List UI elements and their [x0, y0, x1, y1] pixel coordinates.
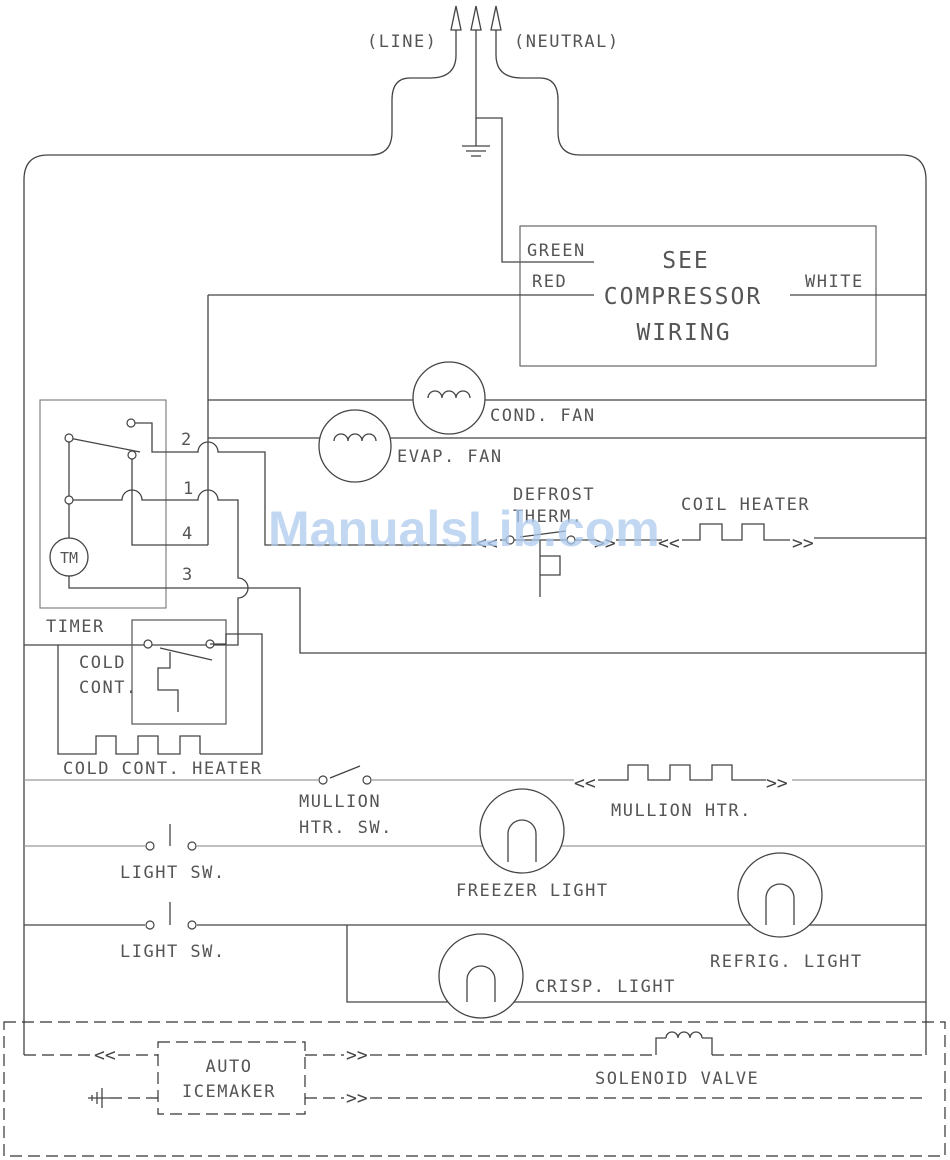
mullion-switch-label-1: MULLION: [299, 792, 381, 812]
chassis-ground-icon: [88, 1088, 110, 1108]
cond-fan-label: COND. FAN: [490, 406, 596, 426]
neutral-label: (NEUTRAL): [514, 32, 620, 52]
light-switch-2-label: LIGHT SW.: [120, 942, 226, 962]
timer-terminal-4: 4: [182, 524, 194, 544]
cold-control-box: [131, 619, 227, 725]
coil-heater-label: COIL HEATER: [681, 495, 810, 515]
light-switch-1-label: LIGHT SW.: [120, 863, 226, 883]
compressor-box: [519, 225, 877, 367]
neutral-wire: [495, 30, 927, 1055]
mullion-heater-label: MULLION HTR.: [611, 801, 752, 821]
icemaker-label-2: ICEMAKER: [182, 1082, 276, 1102]
evap-fan-motor: EVAP. FAN: [318, 409, 503, 483]
defrost-therm-label-2: THERM.: [513, 507, 583, 527]
freezer-light-circuit: LIGHT SW. FREEZER LIGHT: [24, 788, 926, 901]
watermark: ManualsLib.com: [268, 501, 660, 557]
coil-heater-connector-left: <<: [658, 533, 680, 554]
cond-fan-motor: COND. FAN: [412, 361, 596, 435]
evap-fan-label: EVAP. FAN: [397, 447, 503, 467]
defrost-circuit: << >> DEFROST THERM. << >> COIL HEATER: [476, 485, 926, 597]
mullion-connector-left: <<: [574, 773, 596, 794]
icemaker-connector-right: >>: [346, 1045, 368, 1066]
timer-label: TIMER: [46, 617, 105, 637]
icemaker-connector-lower: >>: [346, 1088, 368, 1109]
line-wire: [23, 30, 457, 1055]
compressor-title-1: SEE: [662, 248, 710, 274]
cold-control-heater-label: COLD CONT. HEATER: [63, 759, 263, 779]
freezer-light-bulb-icon: [479, 788, 565, 874]
line-prong: [450, 5, 462, 31]
icemaker-section: << >> . >> AUTO ICEMAKER SOLENOID VALVE: [3, 1021, 946, 1157]
defrost-therm-label-1: DEFROST: [513, 485, 595, 505]
timer-motor-label: TM: [60, 549, 78, 567]
timer-terminal-1: 1: [183, 479, 195, 499]
solenoid-valve-label: SOLENOID VALVE: [595, 1069, 759, 1089]
refrig-light-circuit: LIGHT SW. REFRIG. LIGHT CRISP. LIGHT: [24, 852, 926, 1019]
ground-wire: [475, 30, 594, 263]
mullion-switch-label-2: HTR. SW.: [299, 818, 393, 838]
compressor-title-2: COMPRESSOR: [604, 284, 762, 310]
freezer-light-label: FREEZER LIGHT: [456, 881, 609, 901]
defrost-connector-left: <<: [476, 533, 498, 554]
timer-box: [39, 399, 167, 609]
neutral-prong: [490, 5, 502, 31]
ground-prong: [470, 5, 482, 31]
coil-heater-connector-right: >>: [792, 533, 814, 554]
cold-control: COLD CONT. COLD CONT. HEATER: [57, 619, 263, 779]
crisp-light-label: CRISP. LIGHT: [535, 977, 676, 997]
icemaker-label-1: AUTO: [206, 1057, 253, 1077]
compressor-title-3: WIRING: [636, 320, 731, 346]
refrig-light-label: REFRIG. LIGHT: [710, 952, 863, 972]
solenoid-coil-icon: .: [650, 1030, 655, 1040]
compressor-block: GREEN RED WHITE SEE COMPRESSOR WIRING: [208, 225, 926, 367]
ground-icon: [462, 118, 490, 157]
refrig-light-bulb-icon: [737, 852, 823, 938]
mullion-connector-right: >>: [766, 773, 788, 794]
timer-terminal-2: 2: [181, 430, 193, 450]
icemaker-connector-left: <<: [94, 1045, 116, 1066]
line-label: (LINE): [367, 32, 437, 52]
defrost-connector-right: >>: [594, 533, 616, 554]
fans: COND. FAN EVAP. FAN: [207, 295, 926, 545]
timer-terminal-3: 3: [182, 565, 194, 585]
red-label: RED: [532, 272, 567, 292]
cold-control-label-2: CONT.: [79, 678, 138, 698]
white-label: WHITE: [805, 272, 864, 292]
icemaker-box: [157, 1041, 306, 1115]
cold-control-label-1: COLD: [79, 653, 126, 673]
mullion-circuit: << >> MULLION HTR. SW. MULLION HTR.: [24, 764, 926, 838]
icemaker-dashed-border: [3, 1021, 946, 1157]
power-cord: (LINE) (NEUTRAL): [23, 5, 927, 1055]
green-label: GREEN: [527, 241, 586, 261]
timer: TIMER TM 2 1 4 3: [24, 399, 926, 654]
crisp-light-bulb-icon: [438, 933, 524, 1019]
